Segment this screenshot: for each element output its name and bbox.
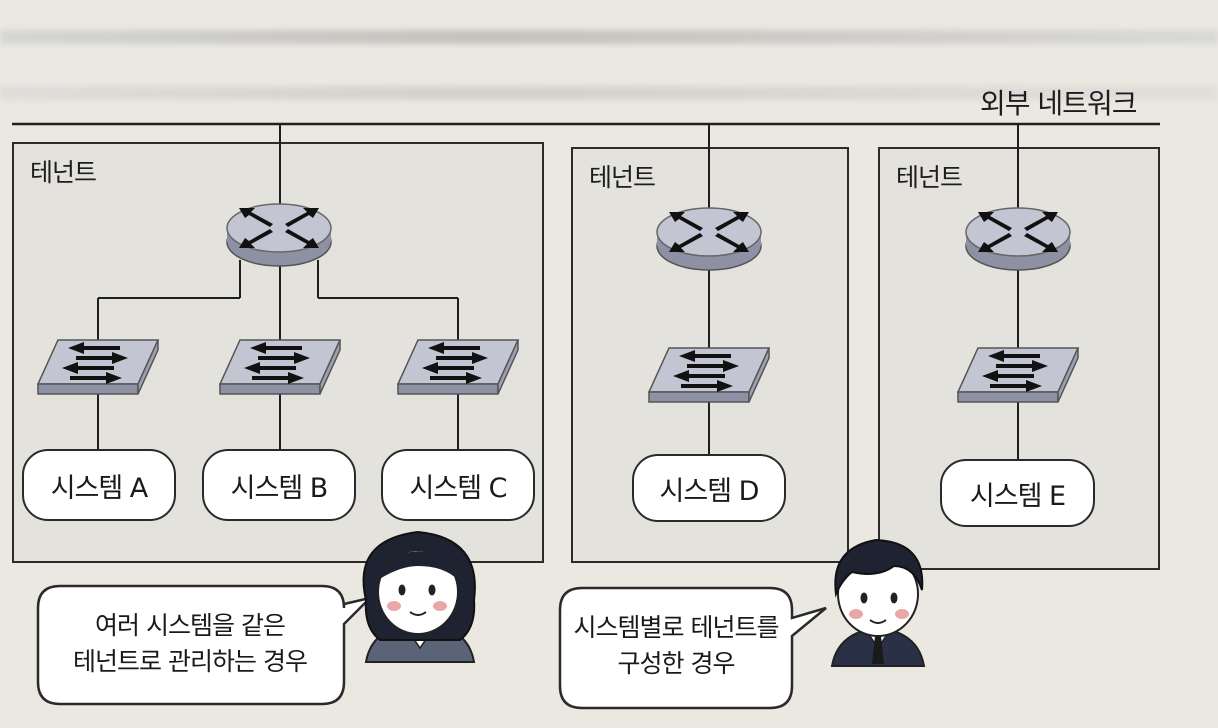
speech-bubble-left-line2: 테넌트로 관리하는 경우 <box>73 647 308 676</box>
bleed-through-text <box>0 86 1218 100</box>
switch-icon <box>397 339 519 395</box>
woman-avatar-icon <box>362 530 476 663</box>
tenant-label: 테넌트 <box>896 163 963 192</box>
router-icon <box>226 203 332 267</box>
tenant-label: 테넌트 <box>589 163 656 192</box>
system-box-b: 시스템 B <box>202 449 356 521</box>
speech-bubble-left <box>36 584 374 706</box>
man-avatar-icon <box>830 538 926 667</box>
bleed-through-text <box>0 30 1218 44</box>
speech-bubble-left-line1: 여러 시스템을 같은 <box>95 611 286 640</box>
external-network-label: 외부 네트워크 <box>980 87 1137 120</box>
switch-icon <box>648 347 770 403</box>
switch-icon <box>957 347 1079 403</box>
speech-bubble-right-line2: 구성한 경우 <box>617 649 736 678</box>
switch-icon <box>219 339 341 395</box>
system-box-a: 시스템 A <box>22 449 176 521</box>
speech-bubble-right <box>558 586 827 710</box>
speech-bubble-right-line1: 시스템별로 테넌트를 <box>573 613 780 642</box>
system-box-d: 시스템 D <box>632 454 786 522</box>
tenant-label: 테넌트 <box>30 158 97 187</box>
router-icon <box>656 207 762 271</box>
switch-icon <box>37 339 159 395</box>
router-icon <box>965 207 1071 271</box>
system-box-e: 시스템 E <box>940 459 1095 527</box>
system-box-c: 시스템 C <box>381 449 535 521</box>
